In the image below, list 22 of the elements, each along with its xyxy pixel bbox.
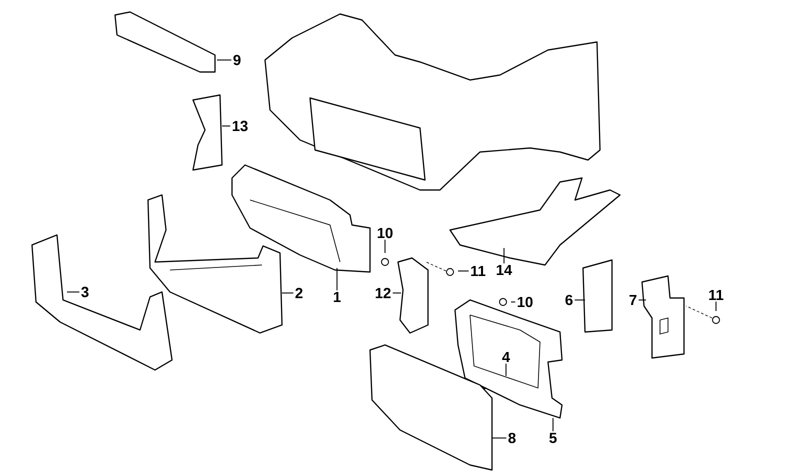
callout-number: 13	[232, 120, 248, 132]
callout-number: 11	[471, 266, 486, 276]
callout-number: 4	[502, 352, 510, 362]
callout-number: 10	[378, 228, 393, 238]
leader-line	[392, 292, 402, 294]
callout-number: 2	[295, 288, 302, 298]
callout-number: 12	[376, 288, 391, 298]
callout-number: 8	[508, 432, 516, 444]
callout-number: 6	[565, 294, 573, 306]
leader-line	[384, 239, 386, 254]
callout-number: 14	[496, 264, 512, 276]
leader-line	[282, 292, 294, 294]
callout-number: 10	[518, 296, 533, 308]
callout-number: 5	[549, 432, 557, 444]
callout-number: 11	[709, 290, 724, 300]
callout-number: 3	[81, 286, 89, 298]
callout-number: 1	[334, 292, 341, 302]
callout-number: 9	[233, 54, 241, 66]
callout-number: 7	[630, 294, 636, 306]
leader-line	[458, 270, 470, 272]
leader-line	[336, 268, 338, 291]
leader-line	[552, 418, 554, 432]
